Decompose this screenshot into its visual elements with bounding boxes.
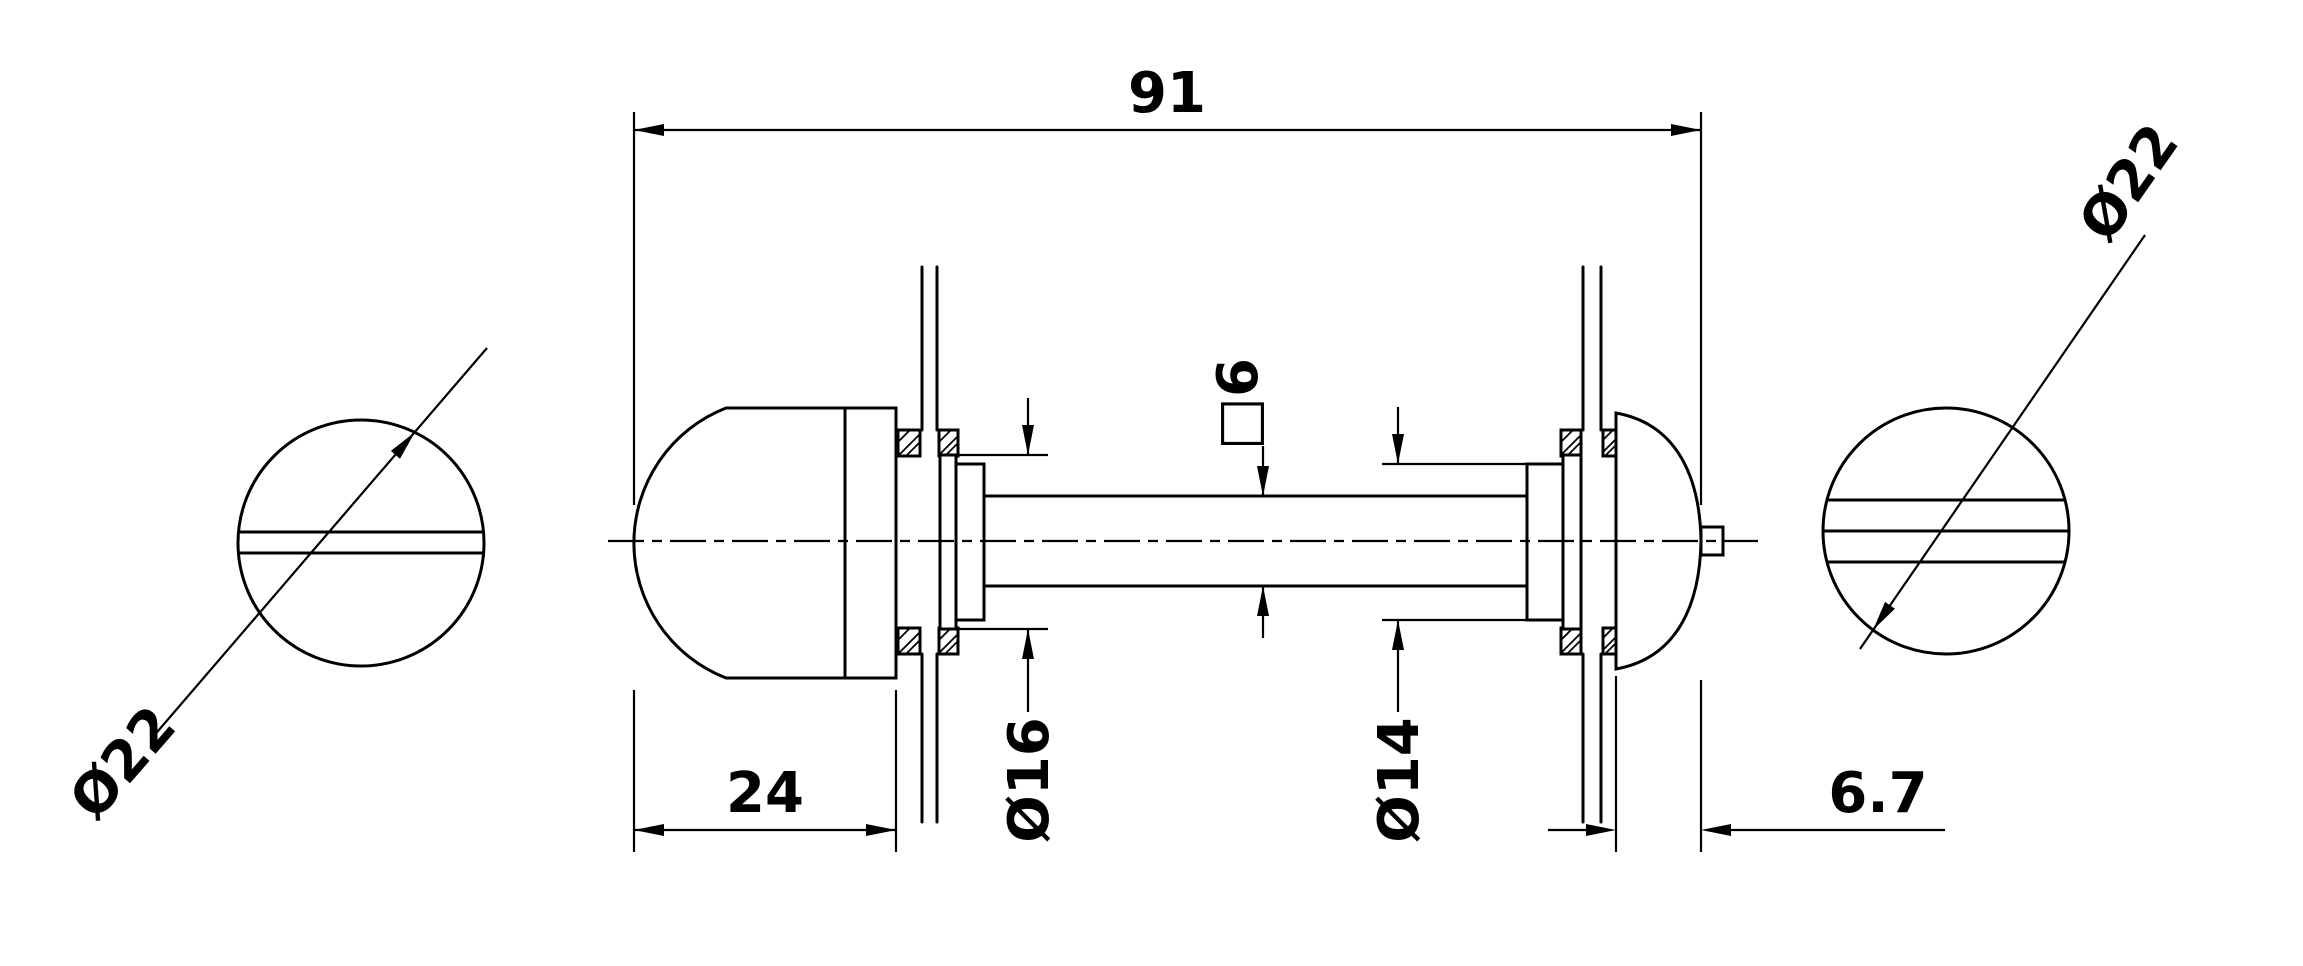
dim-label-6-7: 6.7 bbox=[1828, 761, 1927, 826]
glass-panel-left bbox=[920, 265, 939, 824]
dia22-right-arrowhead bbox=[1873, 601, 1895, 630]
dim-label-91: 91 bbox=[1128, 61, 1206, 126]
spindle-shaft bbox=[982, 494, 1529, 588]
dimension-dia22-right: Ø22 bbox=[1859, 113, 2192, 650]
dimension-24: 24 bbox=[632, 690, 898, 852]
dim-label-24: 24 bbox=[726, 761, 804, 826]
arrowhead-right bbox=[1701, 824, 1731, 836]
dimension-91: 91 bbox=[632, 61, 1703, 505]
knob-front-circle bbox=[236, 418, 486, 668]
arrowhead-right bbox=[1671, 124, 1701, 136]
arrowhead-bottom bbox=[1257, 586, 1269, 616]
dimension-dia14: Ø14 bbox=[1367, 407, 1527, 843]
dimension-6-7: 6.7 bbox=[1548, 676, 1945, 852]
arrowhead-top bbox=[1257, 466, 1269, 496]
cap-body bbox=[1614, 411, 1725, 671]
dimension-dia16: Ø16 bbox=[958, 398, 1062, 843]
arrowhead-left bbox=[634, 124, 664, 136]
dim-label-dia16: Ø16 bbox=[997, 717, 1062, 843]
back-view-right bbox=[1821, 406, 2071, 656]
front-view-left bbox=[236, 418, 486, 668]
dia22-left-label: Ø22 bbox=[57, 694, 188, 831]
dia22-left-arrowhead bbox=[390, 432, 415, 459]
gasket-hatch-left bbox=[896, 428, 960, 656]
arrowhead-bottom bbox=[1022, 629, 1034, 659]
dim-label-dia14: Ø14 bbox=[1367, 717, 1432, 843]
gasket-hatch-right bbox=[1559, 428, 1618, 656]
dimension-dia22-left: Ø22 bbox=[57, 347, 488, 832]
side-view bbox=[632, 265, 1725, 824]
arrowhead-right bbox=[866, 824, 896, 836]
arrowhead-top bbox=[1392, 434, 1404, 464]
knob-outline bbox=[632, 406, 898, 680]
knob-body bbox=[632, 406, 898, 680]
arrowhead-top bbox=[1022, 425, 1034, 455]
arrowhead-left bbox=[1586, 824, 1616, 836]
arrowhead-left bbox=[634, 824, 664, 836]
glass-panel-right bbox=[1581, 265, 1603, 824]
arrowhead-bottom bbox=[1392, 620, 1404, 650]
dimension-square6: □6 bbox=[1206, 358, 1271, 638]
dia22-right-leader-line bbox=[1859, 234, 2146, 650]
dim-label-square6: □6 bbox=[1206, 358, 1271, 450]
dia22-left-leader-line bbox=[151, 347, 488, 739]
dia22-right-label: Ø22 bbox=[2067, 113, 2192, 253]
